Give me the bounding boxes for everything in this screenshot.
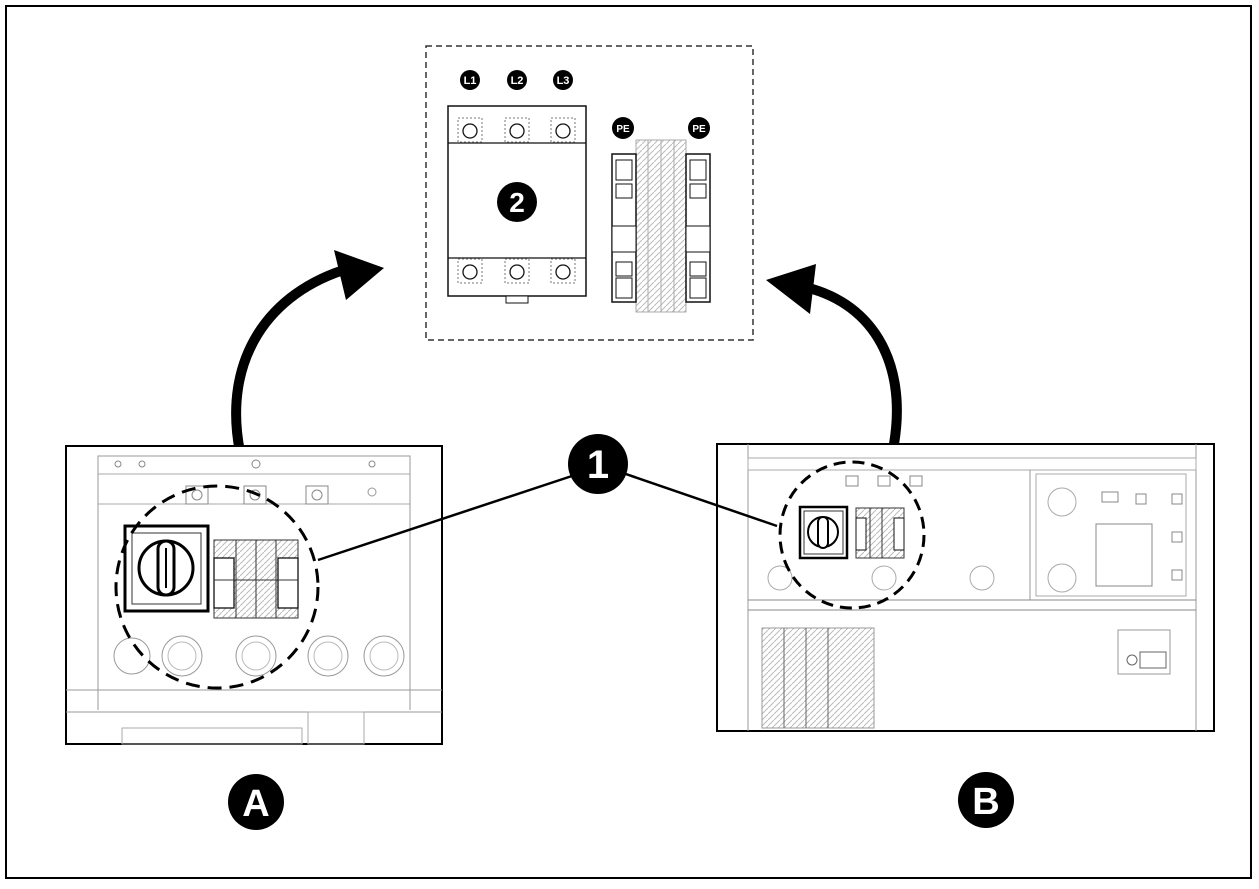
terminal-block-b bbox=[855, 507, 905, 559]
svg-text:A: A bbox=[242, 783, 269, 825]
rotary-switch-b bbox=[798, 505, 849, 560]
highlight-circle-b bbox=[778, 460, 926, 610]
pe-clamp-left bbox=[611, 153, 637, 303]
svg-text:PE: PE bbox=[616, 124, 630, 135]
figure-frame bbox=[5, 5, 1252, 879]
svg-text:L3: L3 bbox=[557, 75, 570, 87]
terminal-label-l3: L3 bbox=[553, 70, 573, 90]
svg-text:B: B bbox=[972, 781, 999, 823]
svg-text:1: 1 bbox=[587, 443, 609, 487]
label-b: B bbox=[958, 772, 1014, 828]
label-a: A bbox=[228, 774, 284, 830]
svg-text:L2: L2 bbox=[511, 75, 524, 87]
detail-dashed-border bbox=[425, 45, 754, 341]
breaker-bottom-screws bbox=[457, 258, 576, 284]
callout-1: 1 bbox=[568, 434, 628, 494]
panel-a bbox=[65, 445, 443, 745]
terminal-label-pe-right: PE bbox=[688, 117, 710, 139]
pe-terminal-block bbox=[611, 139, 711, 313]
panel-b bbox=[716, 443, 1215, 732]
terminal-label-l1: L1 bbox=[460, 70, 480, 90]
breaker-top-screws bbox=[457, 117, 576, 143]
callout-2: 2 bbox=[497, 182, 537, 222]
arrow-from-b bbox=[766, 264, 902, 445]
rotary-switch-a bbox=[123, 524, 210, 613]
detail-view: L1 L2 L3 2 bbox=[425, 45, 754, 341]
svg-text:2: 2 bbox=[509, 187, 525, 218]
pe-clamp-right bbox=[685, 153, 711, 303]
highlight-circle-a bbox=[114, 484, 320, 690]
terminal-label-pe-left: PE bbox=[612, 117, 634, 139]
svg-text:L1: L1 bbox=[464, 75, 477, 87]
svg-text:PE: PE bbox=[692, 124, 706, 135]
callout-1-leaders bbox=[317, 470, 778, 562]
arrow-from-a bbox=[231, 250, 384, 453]
terminal-block-a bbox=[213, 539, 299, 619]
terminal-label-l2: L2 bbox=[507, 70, 527, 90]
